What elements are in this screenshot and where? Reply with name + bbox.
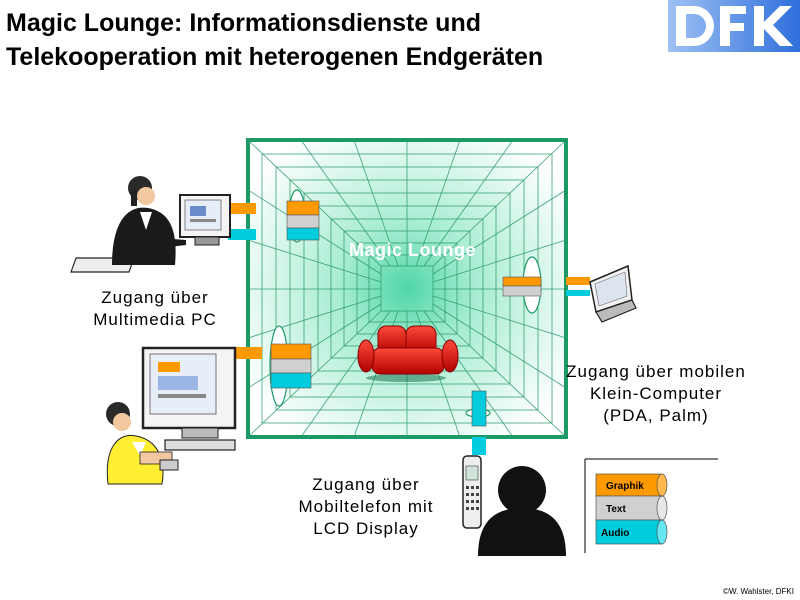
label-mobile-computer-line1: Zugang über mobilen — [566, 362, 746, 381]
legend-graphik: Graphik — [606, 481, 644, 492]
sofa-icon — [357, 325, 459, 382]
label-mobile-phone-line3: LCD Display — [313, 519, 419, 538]
label-multimedia-pc-line2: Multimedia PC — [93, 310, 217, 329]
legend-text: Text — [606, 504, 626, 515]
label-mobile-phone-line2: Mobiltelefon mit — [298, 497, 434, 516]
connector-pc-bottom — [232, 325, 312, 407]
laptop-pda-icon — [589, 264, 637, 323]
connector-pc-top — [228, 189, 320, 243]
person-multimedia-pc-icon — [106, 346, 237, 485]
label-multimedia-pc: Zugang über Multimedia PC — [90, 287, 220, 331]
label-mobile-phone-line1: Zugang über — [312, 475, 420, 494]
dfki-logo-icon — [668, 0, 800, 52]
media-legend — [584, 458, 718, 553]
title-line-1: Magic Lounge: Informationsdienste und — [6, 9, 481, 37]
copyright: ©W. Wahlster, DFKI — [723, 587, 794, 596]
label-mobile-computer: Zugang über mobilen Klein-Computer (PDA,… — [560, 361, 752, 427]
lounge-label: Magic Lounge — [349, 240, 476, 260]
label-mobile-computer-line2: Klein-Computer — [589, 384, 723, 403]
label-mobile-computer-line3: (PDA, Palm) — [603, 406, 709, 425]
label-multimedia-pc-line1: Zugang über — [101, 288, 209, 307]
page-title: Magic Lounge: Informationsdienste und Te… — [6, 6, 543, 74]
connector-phone — [465, 390, 491, 455]
legend-audio: Audio — [601, 528, 629, 539]
title-line-2: Telekooperation mit heterogenen Endgerät… — [6, 43, 544, 71]
person-pc-phone-icon — [70, 176, 231, 273]
label-mobile-phone: Zugang über Mobiltelefon mit LCD Display — [292, 474, 440, 540]
person-phone-icon — [478, 466, 566, 556]
mobile-phone-icon — [462, 455, 482, 529]
connector-pda — [502, 256, 590, 314]
